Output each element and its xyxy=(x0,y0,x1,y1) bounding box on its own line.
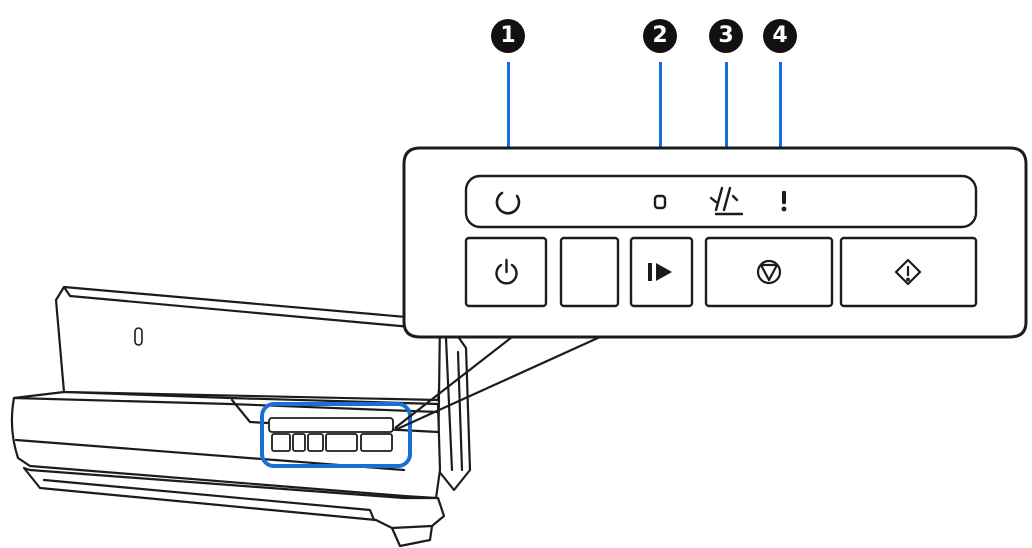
scanner-sensor-slot xyxy=(134,327,143,346)
paper-jam-icon xyxy=(709,186,744,216)
start-icon xyxy=(894,258,922,286)
callout-1-pointer xyxy=(507,62,510,182)
callout-3-pointer xyxy=(725,62,728,182)
stop-button[interactable] xyxy=(704,236,834,308)
callout-4: 4 xyxy=(763,19,797,53)
scanner-mini-panel xyxy=(268,417,394,452)
callout-3: 3 xyxy=(709,19,743,53)
scanner-top-cover xyxy=(54,285,446,402)
callout-4-pointer xyxy=(779,62,782,182)
callout-2: 2 xyxy=(643,19,677,53)
blank-button[interactable] xyxy=(559,236,620,308)
callout-1: 1 xyxy=(491,19,525,53)
slow-mode-icon xyxy=(648,263,672,281)
mini-panel-highlight xyxy=(260,402,412,468)
ready-pill-icon xyxy=(653,194,667,210)
power-ring-icon xyxy=(495,191,521,215)
scanner-top-cover-edge xyxy=(62,285,446,332)
panel-buttons xyxy=(464,236,978,308)
indicator-strip xyxy=(464,174,978,229)
scanner-illustration xyxy=(10,285,472,548)
zoom-wedge xyxy=(394,335,601,432)
power-icon xyxy=(495,258,518,285)
stop-icon xyxy=(756,259,782,285)
exclamation-icon xyxy=(781,191,787,212)
scanner-side-panel xyxy=(436,318,472,492)
callout-2-pointer xyxy=(659,62,662,182)
